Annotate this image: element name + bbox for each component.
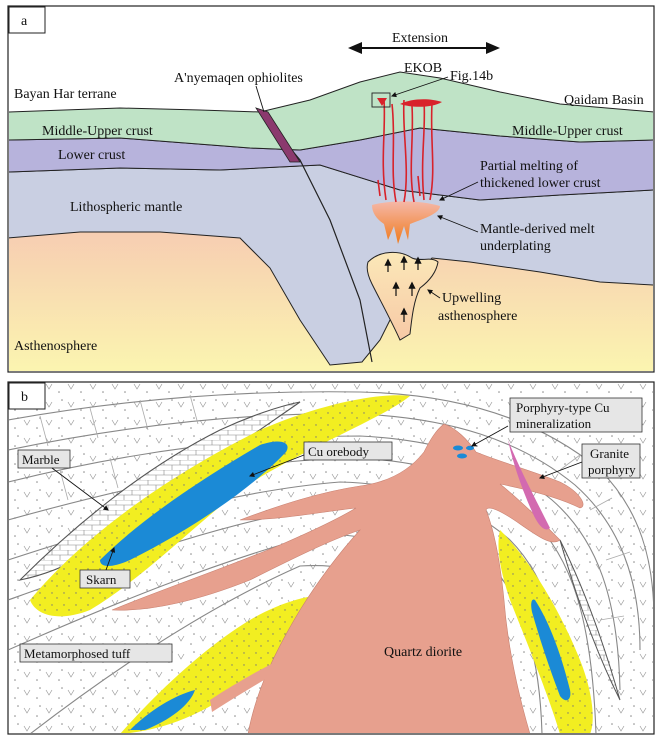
qaidam-label: Qaidam Basin: [564, 93, 644, 108]
panel-a-tag: a: [21, 14, 28, 29]
svg-text:Skarn: Skarn: [86, 572, 117, 587]
skarn-label: Skarn: [80, 570, 130, 588]
marble-label: Marble: [18, 450, 70, 468]
cu-orebody-label: Cu orebody: [304, 442, 392, 460]
upwelling-label-1: Upwelling: [442, 291, 501, 306]
mu-crust-left-label: Middle-Upper crust: [42, 124, 153, 139]
litho-mantle-label: Lithospheric mantle: [70, 200, 182, 215]
quartz-diorite-label: Quartz diorite: [384, 645, 462, 660]
ekob-label: EKOB: [404, 61, 442, 76]
panel-a: a Extension EKOB Fig.14b Bayan Har terra…: [8, 6, 654, 372]
svg-text:Porphyry-type Cu: Porphyry-type Cu: [516, 400, 610, 415]
upwelling-label-2: asthenosphere: [438, 309, 517, 324]
svg-text:Marble: Marble: [22, 452, 60, 467]
svg-text:Metamorphosed tuff: Metamorphosed tuff: [24, 646, 131, 661]
mu-crust-right-label: Middle-Upper crust: [512, 124, 623, 139]
partial-melting-label-2: thickened lower crust: [480, 176, 601, 191]
ophiolites-label: A'nyemaqen ophiolites: [174, 71, 303, 86]
panel-b-tag: b: [21, 390, 28, 405]
lower-crust-label: Lower crust: [58, 148, 125, 163]
granite-porphyry-label: Granite porphyry: [582, 444, 640, 478]
asthenosphere-label: Asthenosphere: [14, 339, 97, 354]
extension-label: Extension: [392, 31, 448, 46]
porphyry-cu-label: Porphyry-type Cu mineralization: [510, 398, 642, 432]
fig-ref-label: Fig.14b: [450, 69, 493, 84]
partial-melting-label-1: Partial melting of: [480, 159, 578, 174]
svg-text:mineralization: mineralization: [516, 416, 592, 431]
bayan-har-label: Bayan Har terrane: [14, 87, 117, 102]
svg-text:porphyry: porphyry: [588, 462, 636, 477]
met-tuff-label: Metamorphosed tuff: [20, 644, 172, 662]
mantle-melt-label-1: Mantle-derived melt: [480, 222, 595, 237]
svg-text:Cu orebody: Cu orebody: [308, 444, 370, 459]
svg-text:Granite: Granite: [590, 446, 629, 461]
panel-b: b Porphyry-type Cu mineralization Cu ore…: [8, 382, 654, 734]
mantle-melt-label-2: underplating: [480, 239, 551, 254]
